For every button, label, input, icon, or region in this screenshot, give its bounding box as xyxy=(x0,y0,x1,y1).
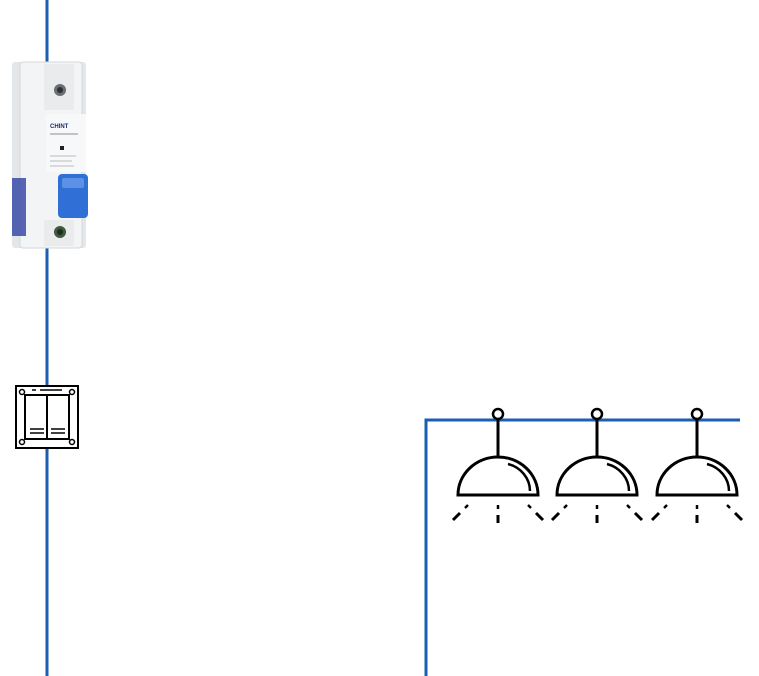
double-switch-icon[interactable] xyxy=(15,385,79,449)
ceiling-lamp-icon[interactable] xyxy=(650,407,744,525)
circuit-breaker-icon[interactable]: CHINT xyxy=(12,61,88,249)
brand-label: CHINT xyxy=(50,124,69,130)
lamp-circuit-wire xyxy=(424,418,740,676)
ceiling-lamp-icon[interactable] xyxy=(550,407,644,525)
ceiling-lamp-icon[interactable] xyxy=(451,407,545,525)
